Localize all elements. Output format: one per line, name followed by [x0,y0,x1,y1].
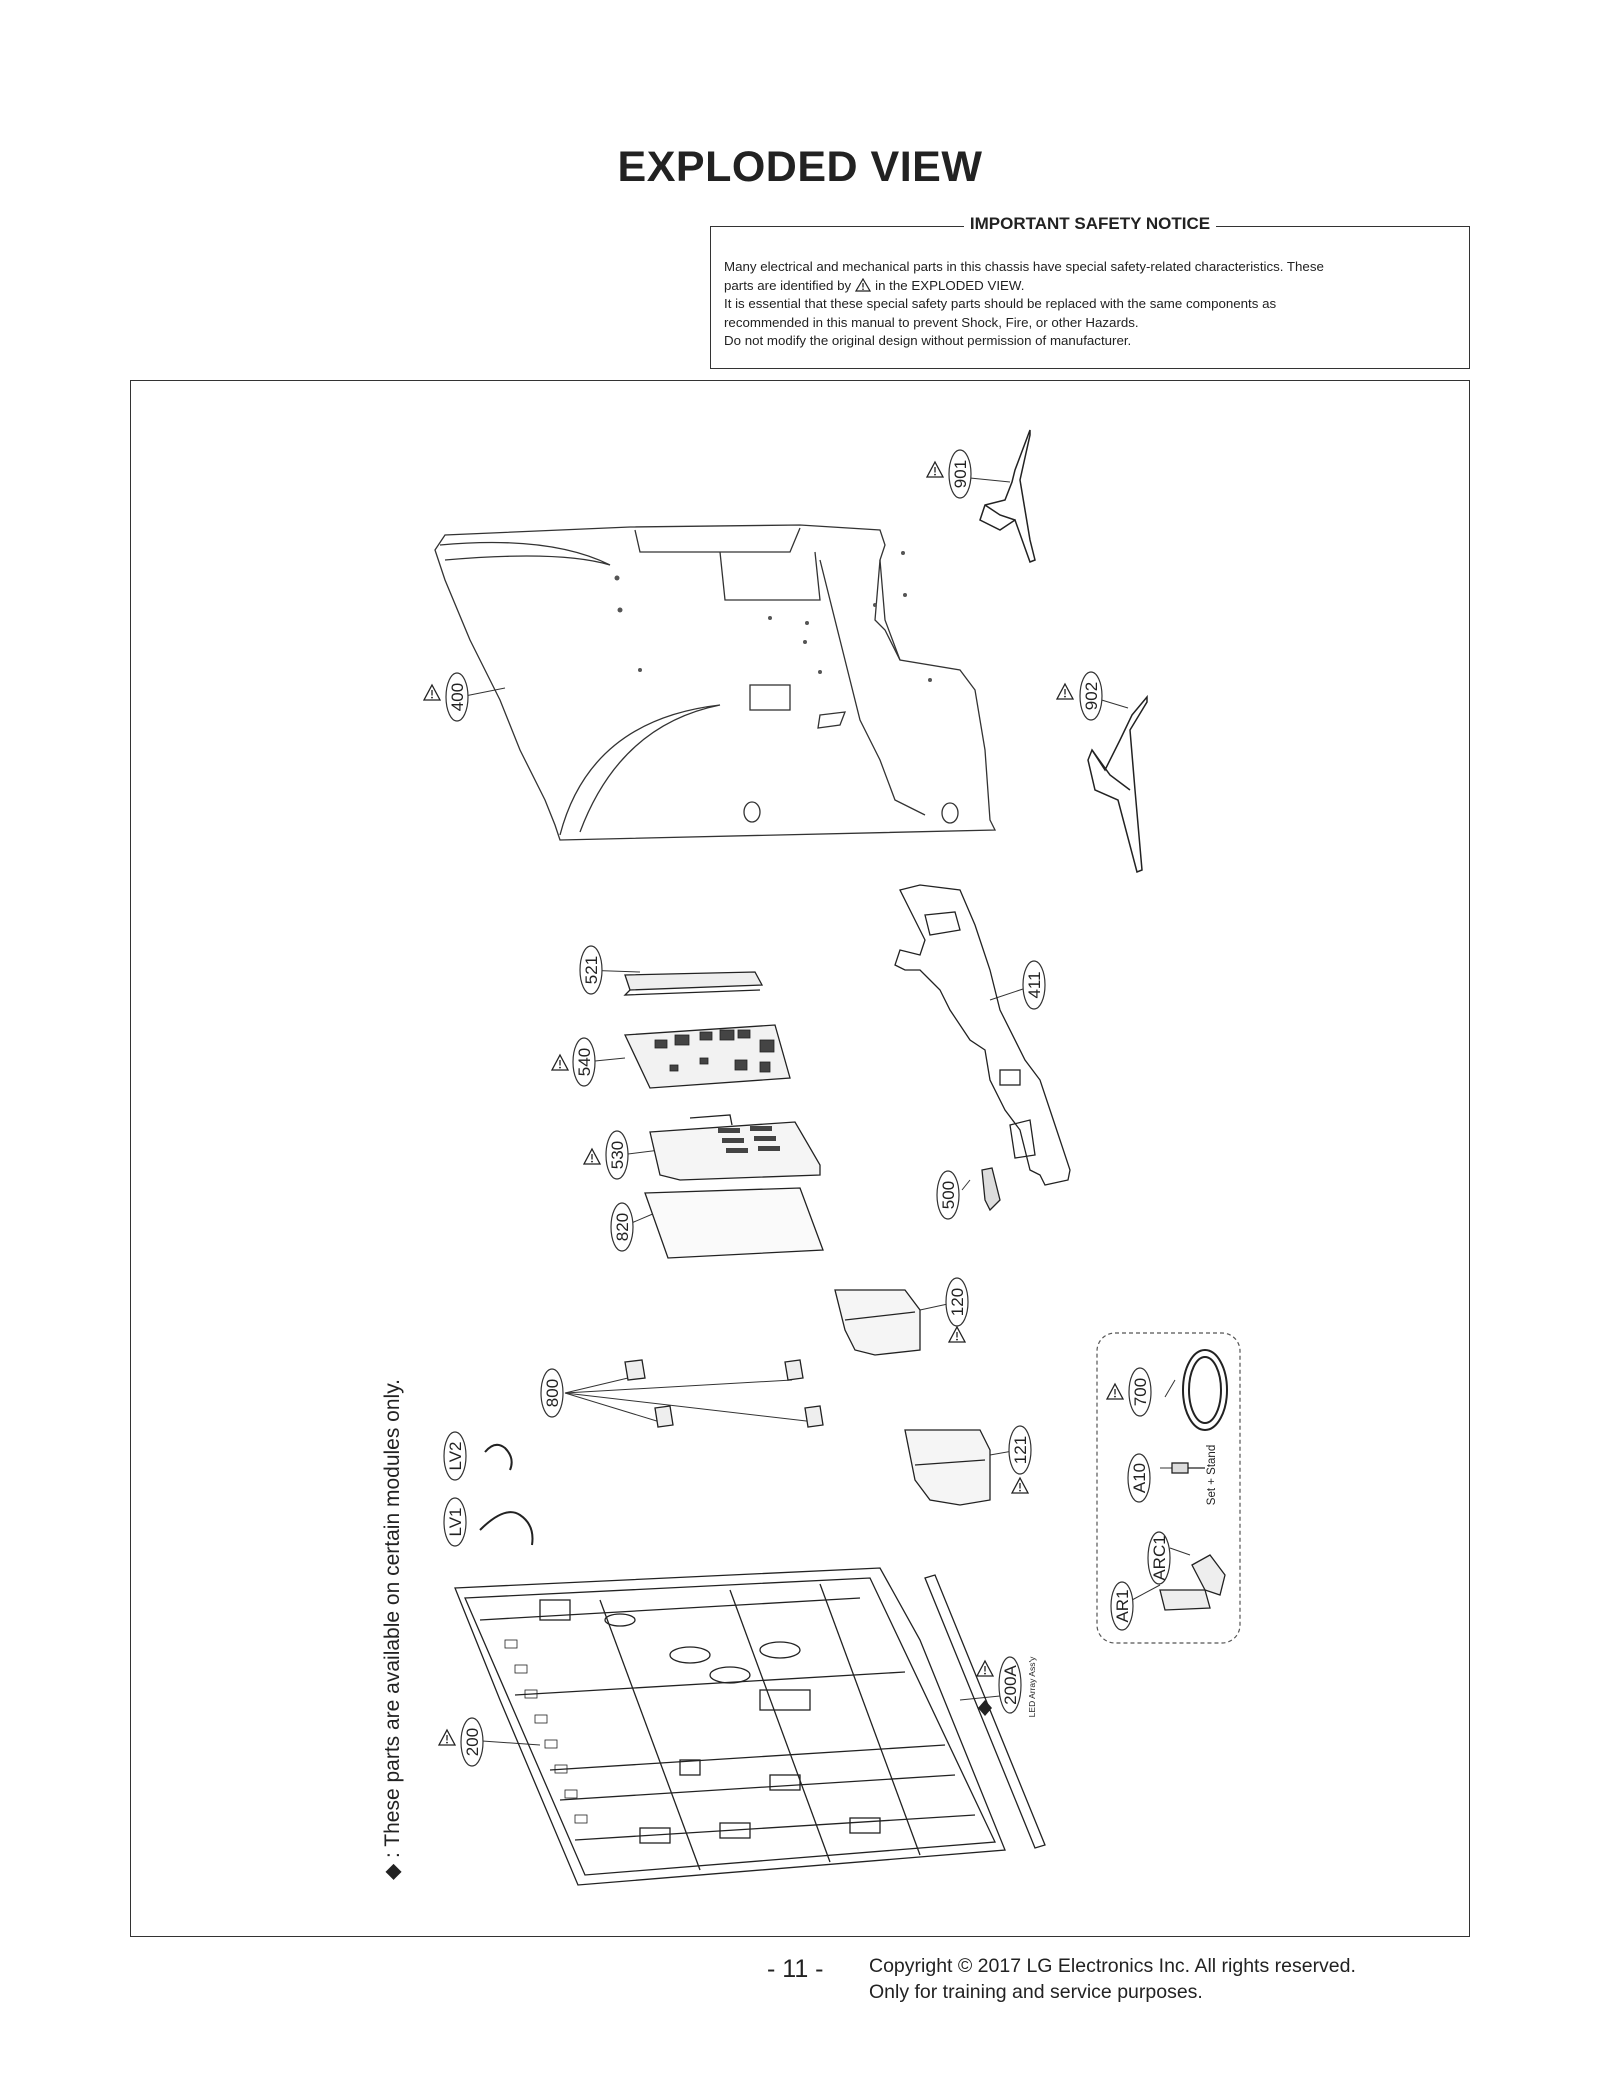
cable-lv2-drawing [484,1443,513,1471]
back-cover-400-drawing [434,524,997,841]
copyright-notice: Copyright © 2017 LG Electronics Inc. All… [869,1953,1356,2005]
panel-200-drawing [454,1567,1006,1886]
part-label-400: 400 [448,683,467,711]
screw-a10-drawing [1171,1462,1205,1474]
part-label-lv2: LV2 [446,1442,465,1471]
safety-notice-box: IMPORTANT SAFETY NOTICE Many electrical … [710,214,1470,369]
exploded-diagram-frame [130,380,1470,1937]
frame-411-drawing [894,884,1071,1186]
part-label-530: 530 [608,1141,627,1169]
power-board-530-drawing [649,1114,821,1181]
page-number: - 11 - [767,1955,824,1983]
part-label-200: 200 [463,1728,482,1756]
stand-902-drawing [1087,694,1148,874]
part-label-800: 800 [543,1379,562,1407]
diamond-marker-icon [978,1700,992,1716]
speaker-121-drawing [904,1429,991,1506]
notice-line-4: recommended in this manual to prevent Sh… [724,314,1139,330]
warning-triangle-icon [423,461,1124,1746]
notice-line-5: Do not modify the original design withou… [724,333,1132,348]
part-label-ar1: AR1 [1113,1589,1132,1622]
accessories-dashed-box [1096,1332,1241,1644]
clips-800-drawing [624,1359,824,1428]
safety-notice-body: Many electrical and mechanical parts in … [724,258,1456,351]
part-label-411: 411 [1025,971,1044,998]
part-label-200a: 200A [1001,1664,1020,1704]
led-array-200a-drawing [924,1574,1046,1849]
part-label-121: 121 [1011,1436,1030,1464]
speaker-120-drawing [834,1289,921,1356]
part-label-540: 540 [575,1048,594,1076]
part-label-a10: A10 [1130,1463,1149,1493]
stand-901-drawing [979,429,1036,563]
availability-side-note: ◆ : These parts are available on certain… [381,1379,404,1880]
led-array-note: LED Array Ass'y [1027,1656,1037,1717]
part-ar1-drawing [1159,1589,1211,1611]
warning-triangle-icon [855,277,872,292]
notice-line-3: It is essential that these special safet… [724,296,1277,311]
part-label-lv1: LV1 [446,1508,465,1537]
part-label-902: 902 [1082,682,1101,710]
part-arc1-drawing [1191,1554,1226,1596]
part-label-901: 901 [951,460,970,488]
sheet-820-drawing [644,1187,824,1259]
part-500-drawing [981,1167,1001,1212]
copyright-line-1: Copyright © 2017 LG Electronics Inc. All… [869,1955,1356,1977]
part-label-820: 820 [613,1213,632,1241]
page-title: EXPLODED VIEW [617,143,983,191]
notice-line-1: Many electrical and mechanical parts in … [724,259,1324,274]
part-label-700: 700 [1131,1378,1150,1406]
cable-lv1-drawing [479,1511,534,1546]
copyright-line-2: Only for training and service purposes. [869,1981,1203,2003]
set-stand-note: Set + Stand [1206,1445,1218,1505]
part-label-500: 500 [939,1181,958,1209]
part-label-120: 120 [948,1288,967,1316]
ring-700-drawing [1182,1349,1228,1431]
part-label-521: 521 [582,956,601,984]
bracket-521-drawing [623,971,764,996]
part-label-arc1: ARC1 [1150,1535,1169,1580]
safety-notice-title: IMPORTANT SAFETY NOTICE [963,214,1217,233]
